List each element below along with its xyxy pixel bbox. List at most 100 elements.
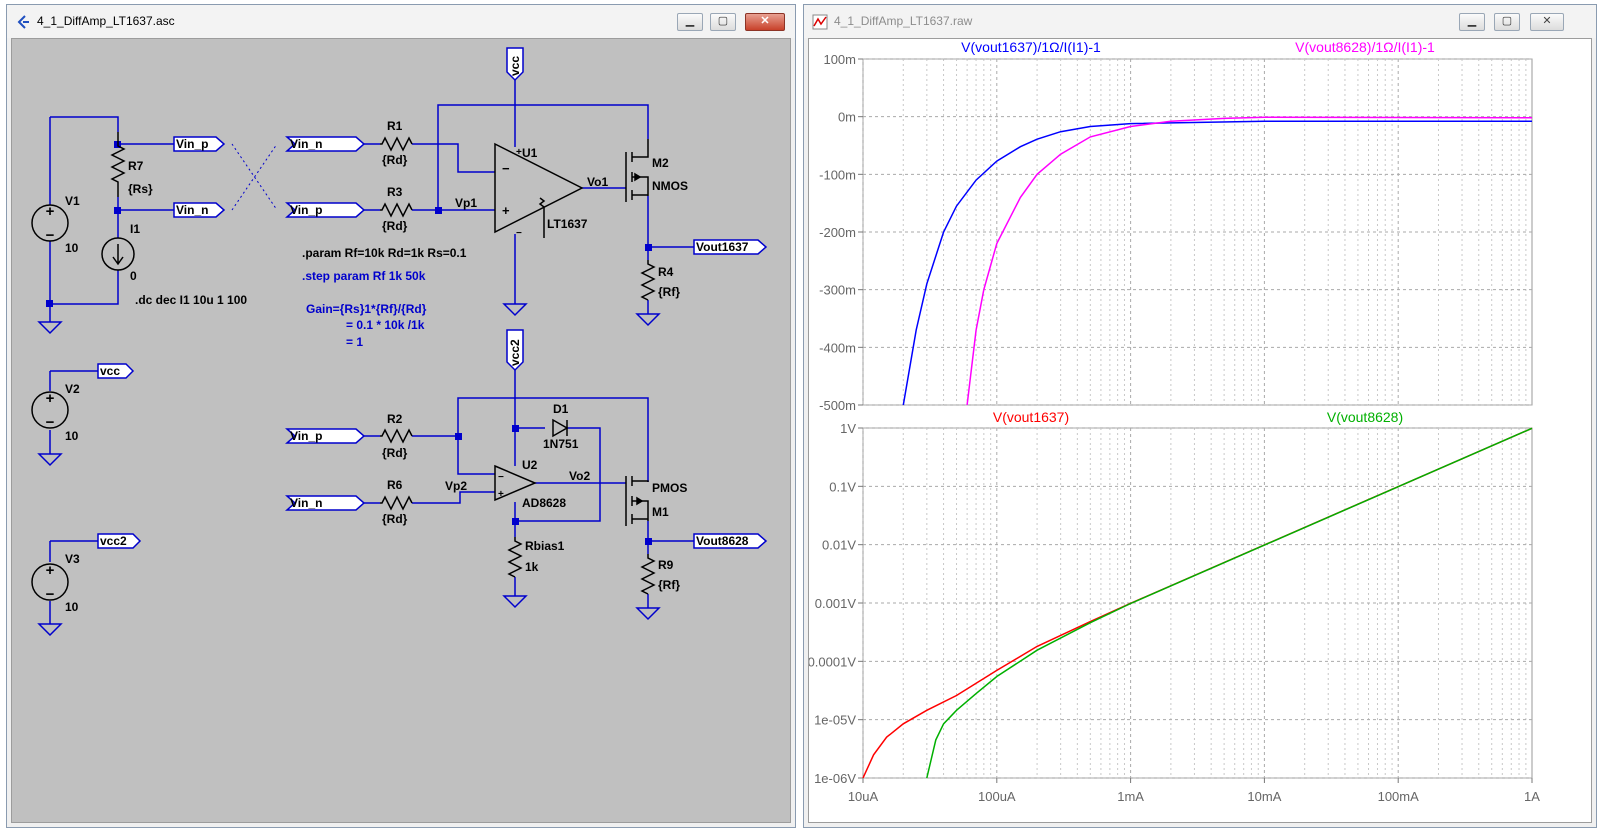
minimize-button[interactable]: ▁ (1459, 13, 1485, 31)
d1-value: 1N751 (543, 437, 579, 451)
r6-value: {Rd} (382, 512, 408, 526)
trace-top-0[interactable] (902, 120, 1532, 406)
u2-opamp[interactable] (494, 464, 537, 502)
net-flag-vout1637[interactable] (693, 239, 768, 255)
crossed-wires (231, 143, 278, 211)
net-label-vcc: vcc (100, 364, 120, 378)
ground-symbol (636, 607, 660, 620)
v2-source[interactable] (31, 391, 69, 429)
r4-zigzag[interactable] (640, 260, 656, 301)
r2-name: R2 (387, 412, 403, 426)
gain-comment-line-2[interactable]: = 0.1 * 10k /1k (346, 318, 425, 332)
trace-label-bottom-1[interactable]: V(vout8628) (1327, 409, 1403, 425)
r2-zigzag[interactable] (380, 428, 413, 444)
u2-value: AD8628 (522, 496, 566, 510)
net-flag-vout8628[interactable] (693, 533, 768, 549)
maximize-button[interactable]: ▢ (1494, 13, 1520, 31)
trace-label-top-0[interactable]: V(vout1637)/1Ω/I(I1)-1 (961, 39, 1101, 55)
y-tick-label: -400m (819, 340, 856, 355)
r3-zigzag[interactable] (380, 202, 413, 218)
m2-value: NMOS (652, 179, 688, 193)
net-flag-vin-n-2[interactable] (285, 136, 366, 152)
y-tick-label: 0m (838, 110, 856, 125)
plus-sign: + (502, 203, 510, 218)
v1-value: 10 (65, 241, 79, 255)
gain-comment-line-1[interactable]: Gain={Rs}1*{Rf}/{Rd} (306, 302, 427, 316)
net-flag-vcc[interactable] (97, 363, 135, 379)
i1-source[interactable] (101, 237, 135, 271)
d1-diode[interactable] (552, 418, 569, 438)
minus-sign: − (516, 228, 522, 239)
schematic-canvas[interactable]: + − + − + − − + − + + − (11, 38, 791, 823)
dc-directive[interactable]: .dc dec I1 10u 1 100 (135, 293, 247, 307)
plot-pane-bottom[interactable] (862, 427, 1533, 779)
trace-label-bottom-0[interactable]: V(vout1637) (993, 409, 1069, 425)
maximize-button[interactable]: ▢ (710, 13, 736, 31)
u1-opamp[interactable] (494, 142, 584, 234)
v2-value: 10 (65, 429, 79, 443)
waveform-app-icon (812, 14, 828, 30)
r7-zigzag[interactable] (110, 132, 126, 197)
close-button[interactable]: ✕ (1530, 13, 1564, 31)
step-directive[interactable]: .step param Rf 1k 50k (302, 269, 426, 283)
m2-name: M2 (652, 156, 669, 170)
r7-value: {Rs} (128, 182, 153, 196)
net-flag-vin-n-3[interactable] (285, 495, 366, 511)
minus-sign: − (502, 161, 510, 176)
m1-pmos[interactable] (625, 476, 649, 526)
m1-value: PMOS (652, 481, 687, 495)
waveform-plots[interactable]: 100m0m-100m-200m-300m-400m-500mV(vout163… (808, 39, 1593, 824)
param-directive[interactable]: .param Rf=10k Rd=1k Rs=0.1 (302, 246, 467, 260)
trace-bottom-1[interactable] (926, 427, 1533, 779)
net-label-vo2: Vo2 (569, 469, 590, 483)
v3-source[interactable] (31, 563, 69, 601)
close-button[interactable]: ✕ (745, 13, 785, 31)
plot-pane-top[interactable] (862, 58, 1533, 406)
net-flag-vcc2[interactable] (97, 533, 142, 549)
plus-sign: + (516, 147, 522, 158)
minus-sign: − (46, 227, 55, 244)
r4-value: {Rf} (658, 285, 680, 299)
y-tick-label: 1e-06V (814, 771, 856, 786)
rbias1-zigzag[interactable] (507, 537, 523, 578)
ground-symbol (503, 595, 527, 608)
plus-sign: + (498, 489, 504, 500)
ground-symbol (38, 321, 62, 334)
y-tick-label: 1V (840, 421, 856, 436)
v3-name: V3 (65, 552, 80, 566)
net-flag-vin-p-1[interactable] (173, 136, 226, 152)
net-flag-vin-n-1[interactable] (173, 202, 226, 218)
schematic-drawing[interactable]: + − + − + − − + − + + − (12, 39, 792, 824)
v1-source[interactable] (31, 204, 69, 242)
schematic-window[interactable]: 4_1_DiffAmp_LT1637.asc ▁ ▢ ✕ (6, 4, 796, 828)
trace-top-1[interactable] (966, 116, 1533, 406)
gain-comment-line-3[interactable]: = 1 (346, 335, 363, 349)
r2-value: {Rd} (382, 446, 408, 460)
trace-label-top-1[interactable]: V(vout8628)/1Ω/I(I1)-1 (1295, 39, 1435, 55)
r1-zigzag[interactable] (380, 136, 413, 152)
net-flag-vcc2-u2[interactable] (506, 329, 524, 372)
r9-value: {Rf} (658, 578, 680, 592)
waveform-window-title: 4_1_DiffAmp_LT1637.raw (834, 14, 973, 28)
ground-symbol (503, 303, 527, 316)
rbias1-value: 1k (525, 560, 539, 574)
x-tick-label: 1mA (1117, 789, 1144, 804)
net-flag-vin-p-3[interactable] (285, 428, 366, 444)
r9-zigzag[interactable] (640, 554, 656, 595)
r3-value: {Rd} (382, 219, 408, 233)
m2-nmos[interactable] (625, 139, 649, 202)
schematic-titlebar[interactable]: 4_1_DiffAmp_LT1637.asc ▁ ▢ ✕ (7, 5, 795, 38)
minimize-button[interactable]: ▁ (677, 13, 703, 31)
net-label-vcc2: vcc2 (100, 534, 127, 548)
r6-zigzag[interactable] (380, 495, 413, 511)
net-flag-vcc-u1[interactable] (506, 47, 524, 82)
u1-name: U1 (522, 146, 538, 160)
m1-name: M1 (652, 505, 669, 519)
waveform-titlebar[interactable]: 4_1_DiffAmp_LT1637.raw ▁ ▢ ✕ (804, 5, 1596, 38)
net-label-vin-p: Vin_p (290, 203, 322, 217)
net-flag-vin-p-2[interactable] (285, 202, 366, 218)
net-label-vcc2: vcc2 (508, 339, 522, 366)
r4-name: R4 (658, 265, 674, 279)
